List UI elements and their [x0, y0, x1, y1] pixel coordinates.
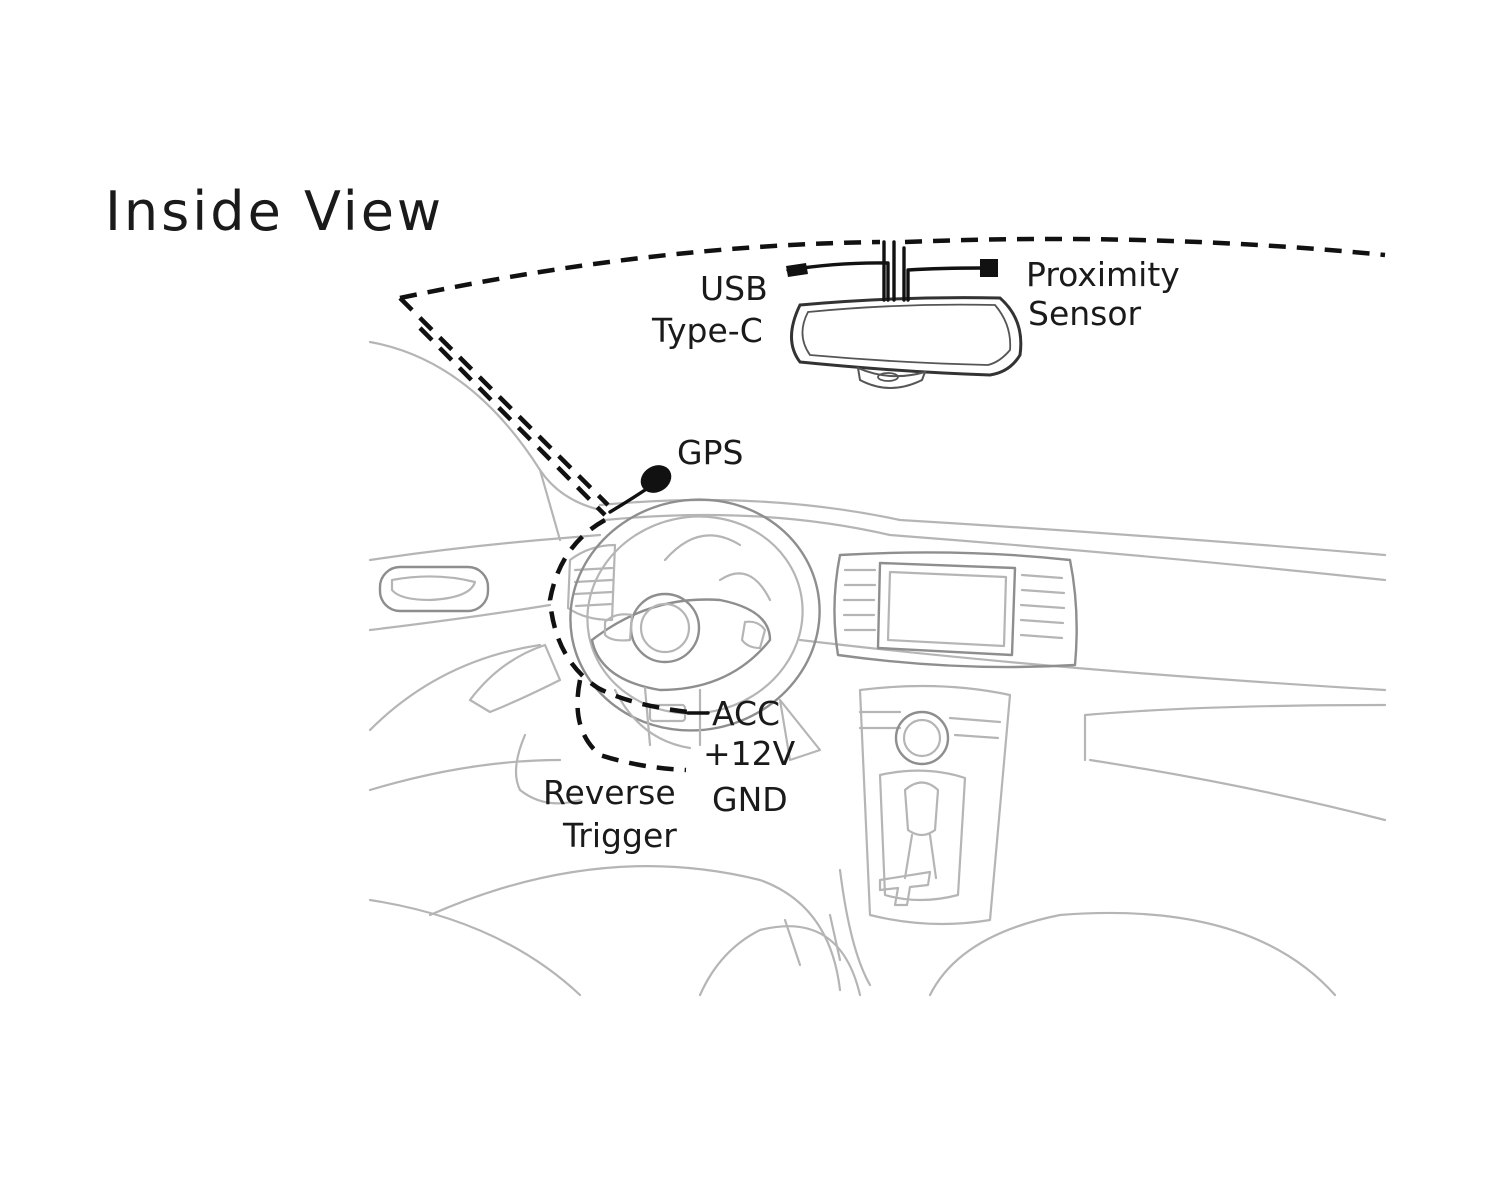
proximity-sensor: [980, 259, 998, 277]
usb-type-c-connector: [786, 263, 808, 277]
usb-label: USB: [700, 269, 768, 308]
reverse-label: Reverse: [543, 773, 676, 812]
proximity-label: Proximity: [1026, 255, 1180, 294]
mirror-cable-bundle: [882, 240, 906, 302]
trigger-label: Trigger: [562, 816, 677, 855]
steering-wheel: [569, 498, 821, 750]
gps-label: GPS: [677, 433, 743, 472]
plus12v-label: +12V: [703, 734, 796, 773]
wiring: [608, 240, 998, 715]
gps-cable: [608, 486, 650, 514]
gnd-label: GND: [712, 780, 788, 819]
car-interior: [368, 340, 1387, 997]
cable-routes: [398, 236, 1386, 773]
rearview-mirror: [790, 296, 1023, 389]
sensor-label: Sensor: [1028, 294, 1142, 333]
door-handle: [378, 565, 490, 613]
callout-labels: USB Type-C Proximity Sensor GPS ACC +12V…: [543, 255, 1180, 855]
center-console-display: [833, 551, 1078, 669]
type-c-label: Type-C: [651, 311, 763, 350]
diagram-title: Inside View: [105, 180, 444, 243]
gear-console: [838, 684, 1012, 987]
acc-label: ACC: [712, 694, 780, 733]
proximity-sensor-cable: [906, 266, 986, 302]
gps-antenna: [640, 465, 672, 493]
